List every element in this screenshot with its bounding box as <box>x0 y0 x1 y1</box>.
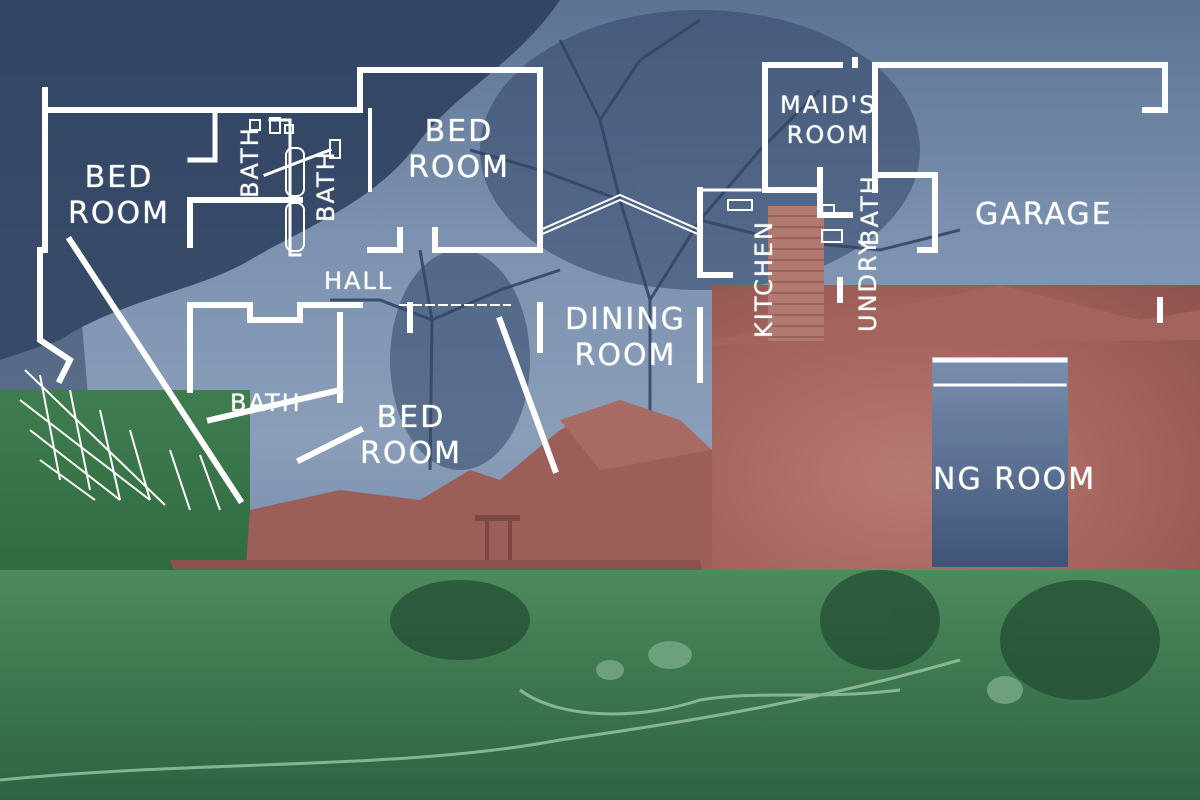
room-label-kitchen: KITCHEN <box>750 220 778 338</box>
room-label-maids-room: MAID'S ROOM <box>780 91 877 149</box>
room-label-garage: GARAGE <box>975 197 1113 232</box>
room-label-bedroom-upper-right: BED ROOM <box>408 114 510 185</box>
room-label-bedroom-lower: BED ROOM <box>360 400 462 471</box>
room-label-bedroom-left: BED ROOM <box>68 160 170 231</box>
room-label-bath-service: BATH <box>856 174 884 246</box>
room-label-bath-upper-2: BATH <box>312 150 340 222</box>
brick-chimney <box>768 206 824 341</box>
room-label-dining-room: DINING ROOM <box>565 302 686 373</box>
room-label-bath-upper-1: BATH <box>236 126 264 198</box>
room-label-hall: HALL <box>324 267 394 295</box>
room-label-bath-lower: BATH <box>230 389 302 417</box>
wall-window-opening <box>932 357 1068 567</box>
room-label-laundry: UNDRY <box>854 238 882 332</box>
room-label-living-room: NG ROOM <box>933 462 1097 497</box>
